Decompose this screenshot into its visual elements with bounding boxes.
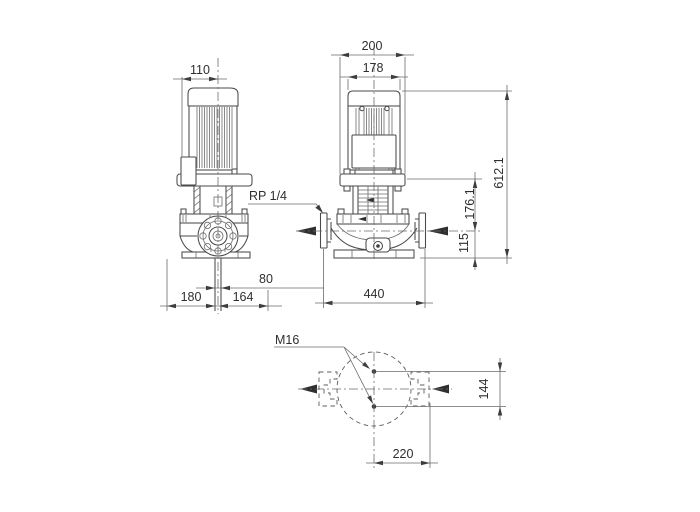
dim-115-label: 115 <box>457 233 471 253</box>
dim-bolt-spacing-144: 144 <box>376 358 506 420</box>
dim-base-width-220: 220 <box>366 403 438 468</box>
plan-right-flange <box>410 371 430 407</box>
extension-lines <box>402 90 512 259</box>
bolt-m16-label: M16 <box>275 333 299 347</box>
dim-port-to-port-440: 440 <box>315 249 433 308</box>
dim-110-label: 110 <box>190 63 210 77</box>
dim-612-label: 612.1 <box>492 157 506 188</box>
dim-overall-width-200: 200 <box>331 39 414 174</box>
dim-144-label: 144 <box>477 379 491 400</box>
dim-180-label: 180 <box>181 290 202 304</box>
dim-total-height-612: 612.1 <box>492 85 510 264</box>
dim-440-label: 440 <box>364 287 385 301</box>
plan-flow-arrow-left-icon <box>300 384 317 394</box>
dim-176-label: 176.1 <box>463 188 477 219</box>
gauge-tap-callout: RP 1/4 <box>248 189 323 213</box>
dim-center-to-base-115: 115 <box>457 231 478 270</box>
front-view <box>296 46 482 262</box>
dim-80-label: 80 <box>259 272 273 286</box>
dim-178-label: 178 <box>363 61 384 75</box>
dim-center-to-flange-176: 176.1 <box>463 172 478 231</box>
dim-motor-width-110: 110 <box>173 63 227 157</box>
plan-view <box>298 351 452 470</box>
flow-arrow-left-icon <box>296 226 316 236</box>
dim-220-label: 220 <box>393 447 414 461</box>
dim-164-label: 164 <box>233 290 254 304</box>
dim-motor-diameter-178: 178 <box>340 61 408 90</box>
dim-200-label: 200 <box>362 39 383 53</box>
plan-left-flange <box>318 371 338 407</box>
gauge-tap-label: RP 1/4 <box>249 189 287 203</box>
bolt-callout-m16: M16 <box>274 333 373 404</box>
dim-base-180-164: 180 164 <box>160 259 282 311</box>
dim-drain-80: 80 <box>196 272 324 291</box>
side-view <box>176 58 253 314</box>
